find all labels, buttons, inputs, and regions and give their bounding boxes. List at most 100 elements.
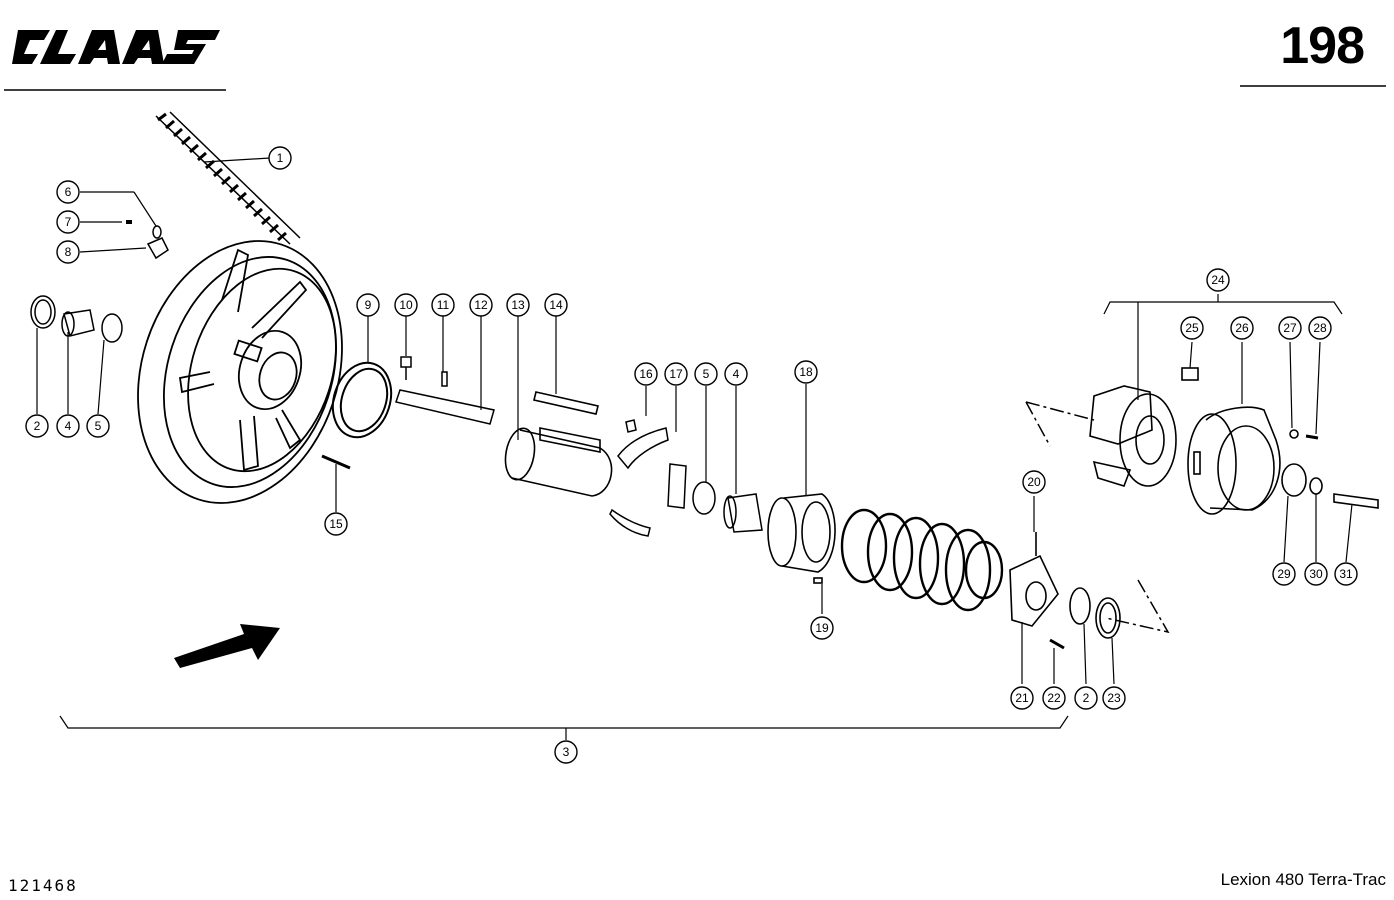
part-callout-9: 9 bbox=[356, 293, 380, 317]
callout-label: 15 bbox=[329, 517, 343, 531]
callout-label: 5 bbox=[95, 419, 102, 433]
callout-label: 2 bbox=[34, 419, 41, 433]
part-callout-2: 2 bbox=[1074, 686, 1098, 710]
leader-lines bbox=[36, 157, 1353, 740]
callout-circle bbox=[268, 146, 292, 170]
callout-circle bbox=[1206, 268, 1230, 292]
callout-label: 28 bbox=[1313, 321, 1327, 335]
callout-label: 30 bbox=[1309, 567, 1323, 581]
callout-circle bbox=[1010, 686, 1034, 710]
callout-circle bbox=[1304, 562, 1328, 586]
part-callout-5: 5 bbox=[86, 414, 110, 438]
callout-circle bbox=[324, 512, 348, 536]
part-callout-29: 29 bbox=[1272, 562, 1296, 586]
callout-label: 8 bbox=[65, 245, 72, 259]
callout-label: 2 bbox=[1083, 691, 1090, 705]
callout-label: 21 bbox=[1015, 691, 1029, 705]
clutch-segments bbox=[609, 419, 763, 537]
callout-circle bbox=[1278, 316, 1302, 340]
spring-flange bbox=[1009, 532, 1121, 650]
callout-circle bbox=[634, 362, 658, 386]
part-callout-3: 3 bbox=[554, 740, 578, 764]
callout-circle bbox=[56, 414, 80, 438]
part-callout-19: 19 bbox=[810, 616, 834, 640]
callout-label: 4 bbox=[65, 419, 72, 433]
callout-label: 17 bbox=[669, 367, 683, 381]
page-number: 198 bbox=[1280, 17, 1365, 75]
callout-label: 31 bbox=[1339, 567, 1353, 581]
callout-circle bbox=[1180, 316, 1204, 340]
callout-circle bbox=[1308, 316, 1332, 340]
callout-circle bbox=[794, 360, 818, 384]
callout-circle bbox=[469, 293, 493, 317]
callout-circle bbox=[56, 180, 80, 204]
callout-circle bbox=[694, 362, 718, 386]
part-callout-4: 4 bbox=[56, 414, 80, 438]
part-callout-30: 30 bbox=[1304, 562, 1328, 586]
callout-circle bbox=[664, 362, 688, 386]
callout-label: 16 bbox=[639, 367, 653, 381]
callout-label: 25 bbox=[1185, 321, 1199, 335]
clutch-housing bbox=[1089, 367, 1199, 487]
callout-circle bbox=[1074, 686, 1098, 710]
model-name: Lexion 480 Terra-Trac bbox=[1220, 870, 1386, 889]
direction-arrow bbox=[174, 624, 280, 668]
part-callout-21: 21 bbox=[1010, 686, 1034, 710]
part-callout-7: 7 bbox=[56, 210, 80, 234]
callout-circle bbox=[431, 293, 455, 317]
part-callout-8: 8 bbox=[56, 240, 80, 264]
part-callout-6: 6 bbox=[56, 180, 80, 204]
small-parts-left bbox=[30, 220, 169, 343]
part-callout-17: 17 bbox=[664, 362, 688, 386]
claas-logo bbox=[12, 30, 220, 64]
callout-label: 19 bbox=[815, 621, 829, 635]
toothed-belt bbox=[155, 111, 301, 245]
part-callout-22: 22 bbox=[1042, 686, 1066, 710]
part-callout-1: 1 bbox=[268, 146, 292, 170]
callout-circle bbox=[1334, 562, 1358, 586]
callout-label: 4 bbox=[733, 367, 740, 381]
callout-label: 11 bbox=[437, 298, 450, 312]
part-callout-18: 18 bbox=[794, 360, 818, 384]
part-callout-13: 13 bbox=[506, 293, 530, 317]
part-callout-20: 20 bbox=[1022, 470, 1046, 494]
callout-label: 27 bbox=[1283, 321, 1297, 335]
compression-spring bbox=[840, 508, 1004, 612]
callout-circle bbox=[1230, 316, 1254, 340]
snap-ring bbox=[331, 361, 393, 439]
callout-label: 23 bbox=[1107, 691, 1121, 705]
callout-circle bbox=[56, 240, 80, 264]
part-callout-28: 28 bbox=[1308, 316, 1332, 340]
part-callout-11: 11 bbox=[431, 293, 455, 317]
part-callout-27: 27 bbox=[1278, 316, 1302, 340]
part-callout-16: 16 bbox=[634, 362, 658, 386]
part-callout-2: 2 bbox=[25, 414, 49, 438]
callout-label: 7 bbox=[65, 215, 72, 229]
callout-circle bbox=[394, 293, 418, 317]
callout-label: 26 bbox=[1235, 321, 1249, 335]
callout-label: 13 bbox=[511, 298, 525, 312]
callout-label: 5 bbox=[703, 367, 710, 381]
part-callout-14: 14 bbox=[544, 293, 568, 317]
part-callout-25: 25 bbox=[1180, 316, 1204, 340]
part-callout-10: 10 bbox=[394, 293, 418, 317]
pin bbox=[321, 454, 351, 470]
sleeve bbox=[504, 391, 613, 497]
callout-circle bbox=[1272, 562, 1296, 586]
callout-label: 1 bbox=[277, 151, 284, 165]
callout-circle bbox=[1102, 686, 1126, 710]
pulley-wheel bbox=[137, 240, 343, 504]
callout-label: 9 bbox=[365, 298, 372, 312]
callout-label: 14 bbox=[549, 298, 563, 312]
callout-label: 10 bbox=[399, 298, 413, 312]
callout-circle bbox=[1042, 686, 1066, 710]
part-callout-5: 5 bbox=[694, 362, 718, 386]
callout-circle bbox=[1022, 470, 1046, 494]
callout-circle bbox=[554, 740, 578, 764]
drawing-id: 121468 bbox=[8, 876, 78, 895]
callout-label: 18 bbox=[799, 365, 813, 379]
callout-circle bbox=[25, 414, 49, 438]
callout-label: 29 bbox=[1277, 567, 1291, 581]
